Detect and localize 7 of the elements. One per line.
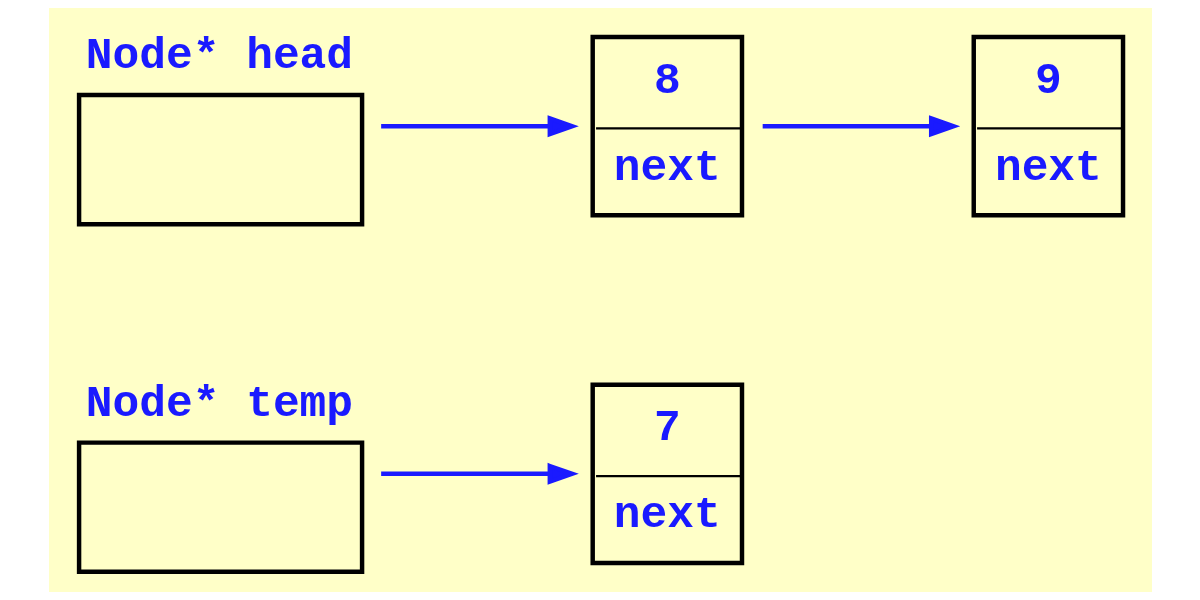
node-box <box>76 440 364 575</box>
node-label: Node* head <box>85 31 353 82</box>
arrow <box>762 115 960 138</box>
node-label: Node* temp <box>85 378 353 429</box>
arrow <box>380 462 579 485</box>
node-box <box>76 92 364 227</box>
arrow <box>380 115 579 138</box>
